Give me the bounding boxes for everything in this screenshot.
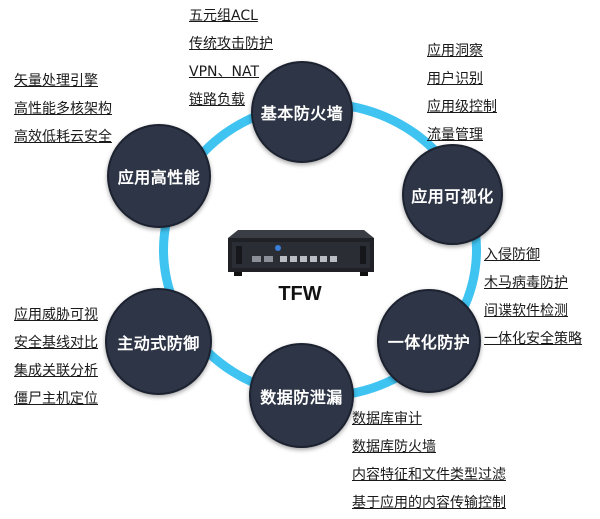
feature-item[interactable]: 木马病毒防护 — [484, 275, 568, 291]
feature-item[interactable]: VPN、NAT — [189, 64, 260, 80]
node-app-high-performance: 应用高性能 — [107, 124, 211, 228]
feature-item[interactable]: 数据库审计 — [352, 411, 422, 427]
feature-item[interactable]: 间谍软件检测 — [484, 303, 568, 319]
firewall-appliance-icon — [228, 230, 374, 276]
basic-firewall-features: 五元组ACL 传统攻击防护 VPN、NAT 链路负载 — [189, 2, 273, 114]
app-high-performance-features: 矢量处理引擎 高性能多核架构 高效低耗云安全 — [14, 67, 112, 151]
center-label: TFW — [278, 283, 322, 305]
feature-item[interactable]: 入侵防御 — [484, 247, 540, 263]
feature-item[interactable]: 安全基线对比 — [14, 335, 98, 351]
feature-item[interactable]: 链路负载 — [189, 92, 245, 108]
feature-item[interactable]: 用户识别 — [427, 71, 483, 87]
feature-item[interactable]: 矢量处理引擎 — [14, 73, 98, 89]
feature-item[interactable]: 内容特征和文件类型过滤 — [352, 467, 506, 483]
app-visibility-features: 应用洞察 用户识别 应用级控制 流量管理 — [427, 37, 497, 149]
node-basic-firewall: 基本防火墙 — [251, 61, 353, 163]
feature-item[interactable]: 基于应用的内容传输控制 — [352, 495, 506, 511]
feature-item[interactable]: 应用级控制 — [427, 99, 497, 115]
feature-item[interactable]: 传统攻击防护 — [189, 36, 273, 52]
feature-item[interactable]: 五元组ACL — [189, 8, 258, 24]
feature-item[interactable]: 一体化安全策略 — [484, 331, 582, 347]
firewall-device-image — [228, 228, 374, 278]
feature-item[interactable]: 高性能多核架构 — [14, 101, 112, 117]
feature-item[interactable]: 高效低耗云安全 — [14, 129, 112, 145]
feature-item[interactable]: 流量管理 — [427, 127, 483, 143]
data-leak-prevention-features: 数据库审计 数据库防火墙 内容特征和文件类型过滤 基于应用的内容传输控制 — [352, 405, 506, 517]
feature-item[interactable]: 应用洞察 — [427, 43, 483, 59]
feature-item[interactable]: 数据库防火墙 — [352, 439, 436, 455]
feature-item[interactable]: 僵尸主机定位 — [14, 391, 98, 407]
integrated-protection-features: 入侵防御 木马病毒防护 间谍软件检测 一体化安全策略 — [484, 241, 582, 353]
node-app-visibility: 应用可视化 — [402, 144, 503, 245]
feature-item[interactable]: 集成关联分析 — [14, 363, 98, 379]
feature-item[interactable]: 应用威胁可视 — [14, 307, 98, 323]
node-data-leak-prevention: 数据防泄漏 — [249, 343, 354, 448]
node-integrated-protection: 一体化防护 — [377, 289, 481, 393]
node-active-defense: 主动式防御 — [105, 288, 212, 395]
active-defense-features: 应用威胁可视 安全基线对比 集成关联分析 僵尸主机定位 — [14, 301, 98, 413]
